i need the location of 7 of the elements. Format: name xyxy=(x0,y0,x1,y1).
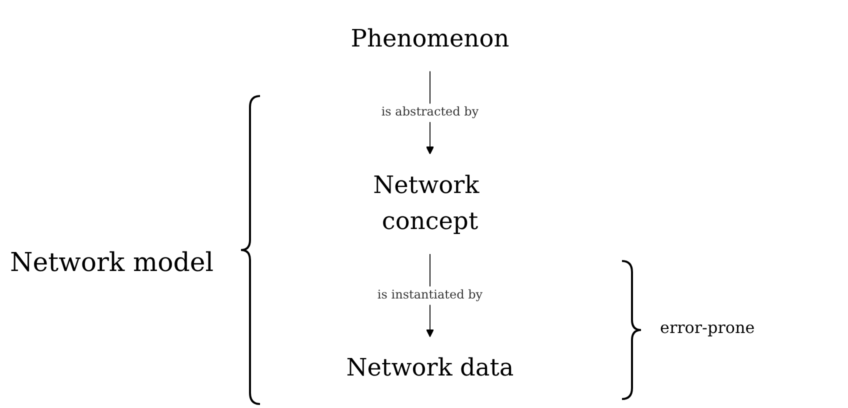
node-text: Network data xyxy=(346,354,514,382)
edge-label: is instantiated by xyxy=(377,288,483,302)
bracket-label: Network model xyxy=(10,248,214,278)
node-text: Phenomenon xyxy=(350,24,510,53)
bracket-label: error-prone xyxy=(660,318,755,337)
edge-label: is abstracted by xyxy=(381,105,479,120)
node-text: Network concept xyxy=(373,172,480,236)
